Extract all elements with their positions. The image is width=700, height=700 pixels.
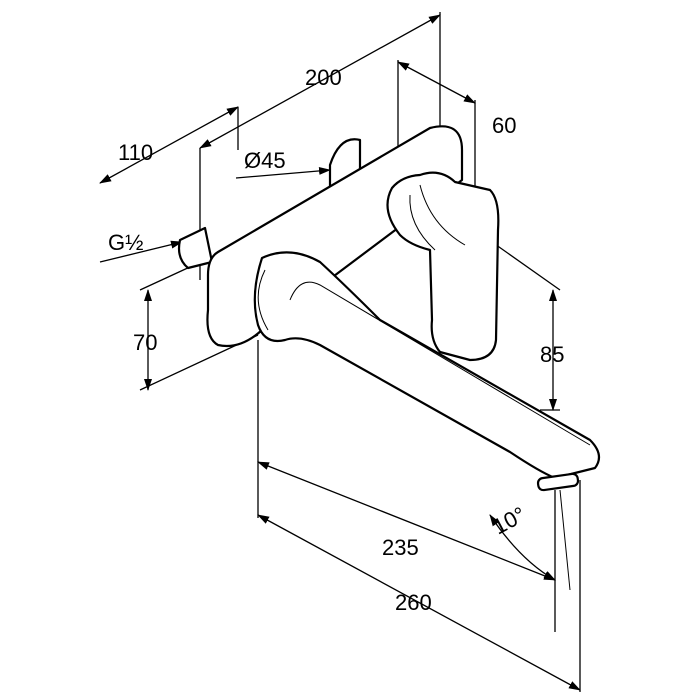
dim-thread-g-half: G½ bbox=[108, 230, 143, 255]
faucet-body bbox=[177, 125, 601, 492]
dimension-lines bbox=[99, 14, 581, 691]
dim-70: 70 bbox=[133, 330, 157, 355]
dim-110: 110 bbox=[118, 140, 153, 165]
dim-angle-10: 10° bbox=[489, 502, 530, 540]
dim-85: 85 bbox=[540, 342, 564, 367]
dim-diameter-45: Ø45 bbox=[244, 148, 286, 173]
dim-60: 60 bbox=[492, 113, 516, 138]
dim-260: 260 bbox=[395, 590, 432, 615]
dim-235: 235 bbox=[382, 535, 419, 560]
dim-200: 200 bbox=[305, 65, 342, 90]
